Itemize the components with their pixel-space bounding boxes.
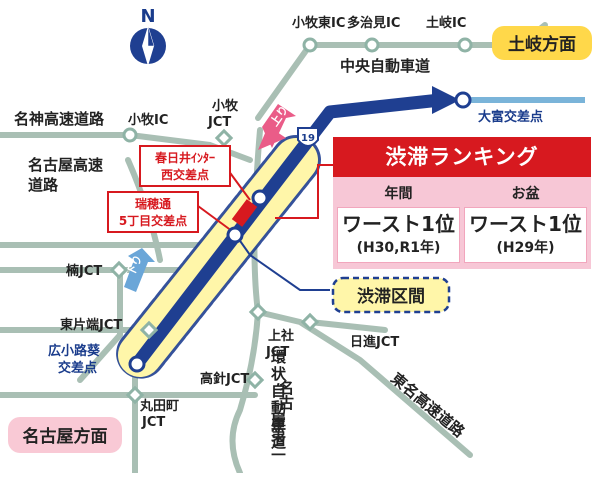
- kanjo-label-7: 車: [271, 416, 286, 434]
- kasugai-label-1: 春日井ｲﾝﾀｰ: [154, 150, 215, 165]
- route-number: 19: [301, 133, 315, 144]
- komaki-ic-dot: [122, 127, 138, 143]
- ranking-box-obon: ワースト1位 (H29年): [464, 207, 587, 263]
- ranking-header-annual: 年間: [384, 186, 413, 202]
- mizuho-dot: [226, 226, 244, 244]
- marutamachi-jct-label-1: 丸田町: [139, 398, 179, 414]
- route-19-shield: 19: [297, 127, 319, 147]
- toki-direction-tag: 土岐方面: [492, 26, 592, 60]
- kanjo-label-3: 環: [271, 348, 287, 366]
- ranking-title: 渋滞ランキング: [333, 137, 591, 177]
- ranking-column-obon: お盆 ワースト1位 (H29年): [464, 181, 587, 265]
- kusunoki-jct-label: 楠JCT: [65, 263, 102, 279]
- kamiyashiro-jct-label-2: JCT: [265, 345, 289, 360]
- meishin-label: 名神高速道路: [14, 110, 105, 128]
- toki-ic-label: 土岐IC: [426, 15, 466, 31]
- kusunoki-road: [77, 267, 123, 383]
- kasugai-label-2: 西交差点: [161, 167, 209, 182]
- ranking-column-annual: 年間 ワースト1位 (H30,R1年): [337, 181, 460, 265]
- kasugai-dot: [251, 189, 269, 207]
- kanjo-label-4: 状: [271, 365, 287, 383]
- daini-kanjo-label: 名古 屋第二 環 状 自 動 車 道: [269, 348, 295, 457]
- congestion-ranking-panel: 渋滞ランキング 年間 ワースト1位 (H30,R1年) お盆 ワースト1位 (H…: [333, 137, 591, 269]
- tajimi-ic-label: 多治見IC: [347, 15, 400, 31]
- route-arrow-head: [432, 86, 460, 114]
- komaki-jct-label-1: 小牧: [212, 98, 239, 114]
- route-19-line: [134, 93, 441, 364]
- mizuho-label-2: 5丁目交差点: [119, 213, 187, 228]
- ranking-sub-annual: (H30,R1年): [356, 240, 441, 256]
- ranking-leader: [275, 164, 333, 219]
- kamiyashiro-jct-dot: [248, 302, 268, 322]
- kanjo-label-8: 道: [271, 433, 286, 451]
- kanjo-label-1: 名古: [277, 379, 295, 411]
- toki-ic-dot: [457, 37, 473, 53]
- higashikatabata-jct-dot: [139, 320, 159, 340]
- kudari-arrow: 下り: [124, 248, 155, 292]
- kasugai-leader: [227, 169, 251, 201]
- red-segment: [231, 199, 258, 227]
- mizuho-label-1: 瑞穂通: [135, 196, 171, 211]
- hirokoji-dot: [128, 355, 146, 373]
- ranking-sub-obon: (H29年): [496, 240, 555, 256]
- ic-markers: [109, 37, 473, 405]
- jutai-leader: [237, 237, 330, 291]
- nisshin-jct-label: 日進JCT: [350, 334, 399, 350]
- tajimi-ic-dot: [364, 37, 380, 53]
- higashikatabata-jct-label: 東片端JCT: [60, 317, 122, 333]
- kanjo-label-6: 動: [271, 399, 286, 417]
- tomei-line: [255, 309, 473, 458]
- otomi-dot: [454, 91, 472, 109]
- ranking-value-obon: ワースト1位: [469, 212, 582, 236]
- marutamachi-jct-label-2: JCT: [141, 415, 165, 430]
- takabari-jct-dot: [245, 370, 265, 390]
- nagoya-direction-label: 名古屋方面: [23, 426, 108, 447]
- mizuho-callout: 瑞穂通 5丁目交差点: [107, 191, 199, 233]
- nisshin-link: [307, 319, 388, 333]
- nagoya-expressway-label-1: 名古屋高速: [28, 156, 103, 174]
- intersection-markers: [128, 91, 472, 373]
- hirokoji-label-1: 広小路葵: [48, 343, 101, 359]
- chuo-expressway-label: 中央自動車道: [340, 57, 430, 75]
- tomei-label: 東名高速道路: [387, 369, 468, 441]
- jutai-kukan-label: 渋滞区間: [357, 286, 425, 307]
- kasugai-callout: 春日井ｲﾝﾀｰ 西交差点: [139, 145, 231, 187]
- komaki-higashi-ic-label: 小牧東IC: [292, 15, 345, 31]
- komaki-jct-dot: [214, 128, 234, 148]
- komaki-higashi-ic-dot: [302, 37, 318, 53]
- jutai-kukan-tag: 渋滞区間: [331, 276, 451, 314]
- takabari-jct-label: 高針JCT: [200, 371, 249, 387]
- compass-label: N: [140, 6, 155, 27]
- komaki-ic-label: 小牧IC: [128, 112, 168, 128]
- kusunoki-jct-dot: [109, 260, 129, 280]
- toki-direction-label: 土岐方面: [508, 34, 576, 55]
- nagoya-direction-tag: 名古屋方面: [8, 417, 122, 453]
- ranking-header-obon: お盆: [511, 186, 540, 202]
- ranking-box-annual: ワースト1位 (H30,R1年): [337, 207, 460, 263]
- kanjo-label-5: 自: [271, 382, 286, 400]
- hirokoji-label-2: 交差点: [58, 360, 97, 376]
- kamiyashiro-jct-label-1: 上社: [268, 328, 294, 344]
- ranking-value-annual: ワースト1位: [342, 212, 455, 236]
- nagoya-expressway-label-2: 道路: [28, 176, 59, 194]
- nisshin-jct-dot: [300, 312, 320, 332]
- marutamachi-jct-dot: [125, 385, 145, 405]
- compass-icon: N: [130, 6, 166, 66]
- ranking-body: 年間 ワースト1位 (H30,R1年) お盆 ワースト1位 (H29年): [333, 177, 591, 269]
- komaki-jct-label-2: JCT: [207, 115, 231, 130]
- otomi-label: 大富交差点: [478, 109, 543, 125]
- kanjo-label-2: 屋第二: [269, 412, 287, 457]
